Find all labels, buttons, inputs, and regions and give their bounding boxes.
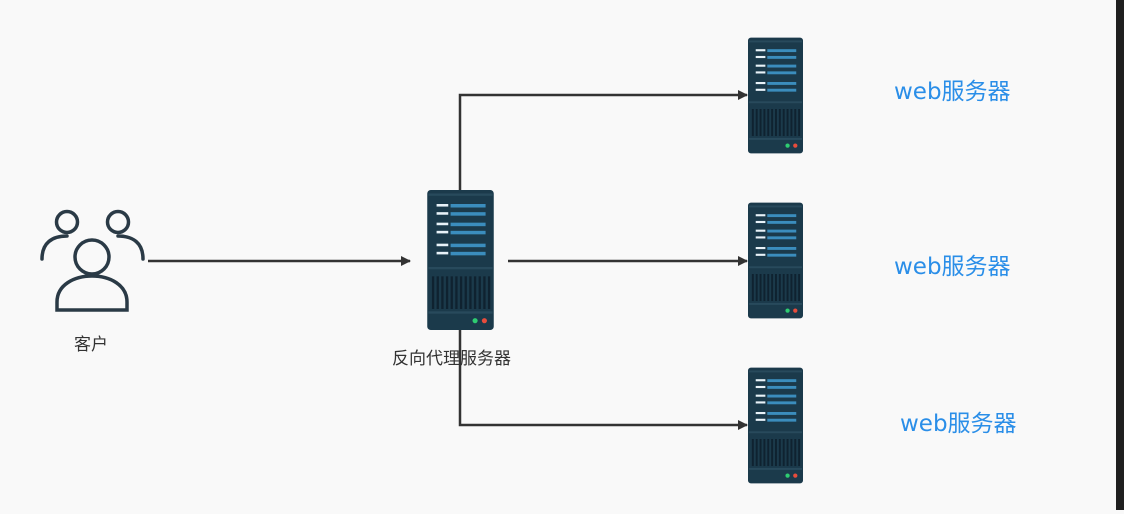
client-label: 客户	[74, 335, 108, 355]
users-icon	[40, 209, 145, 312]
proxy-to-web-1-arrow	[458, 90, 748, 190]
web-server-icon	[748, 202, 803, 319]
web-server-icon	[748, 367, 803, 484]
window-edge	[1116, 0, 1124, 510]
web-server-label: web服务器	[894, 254, 1011, 280]
proxy-server-icon	[427, 190, 494, 330]
proxy-label: 反向代理服务器	[392, 349, 511, 369]
connectors	[148, 90, 748, 430]
web-server-label: web服务器	[894, 79, 1011, 105]
web-server-label: web服务器	[900, 411, 1017, 437]
proxy-to-web-3-arrow	[458, 330, 748, 430]
web-server-icon	[748, 37, 803, 154]
